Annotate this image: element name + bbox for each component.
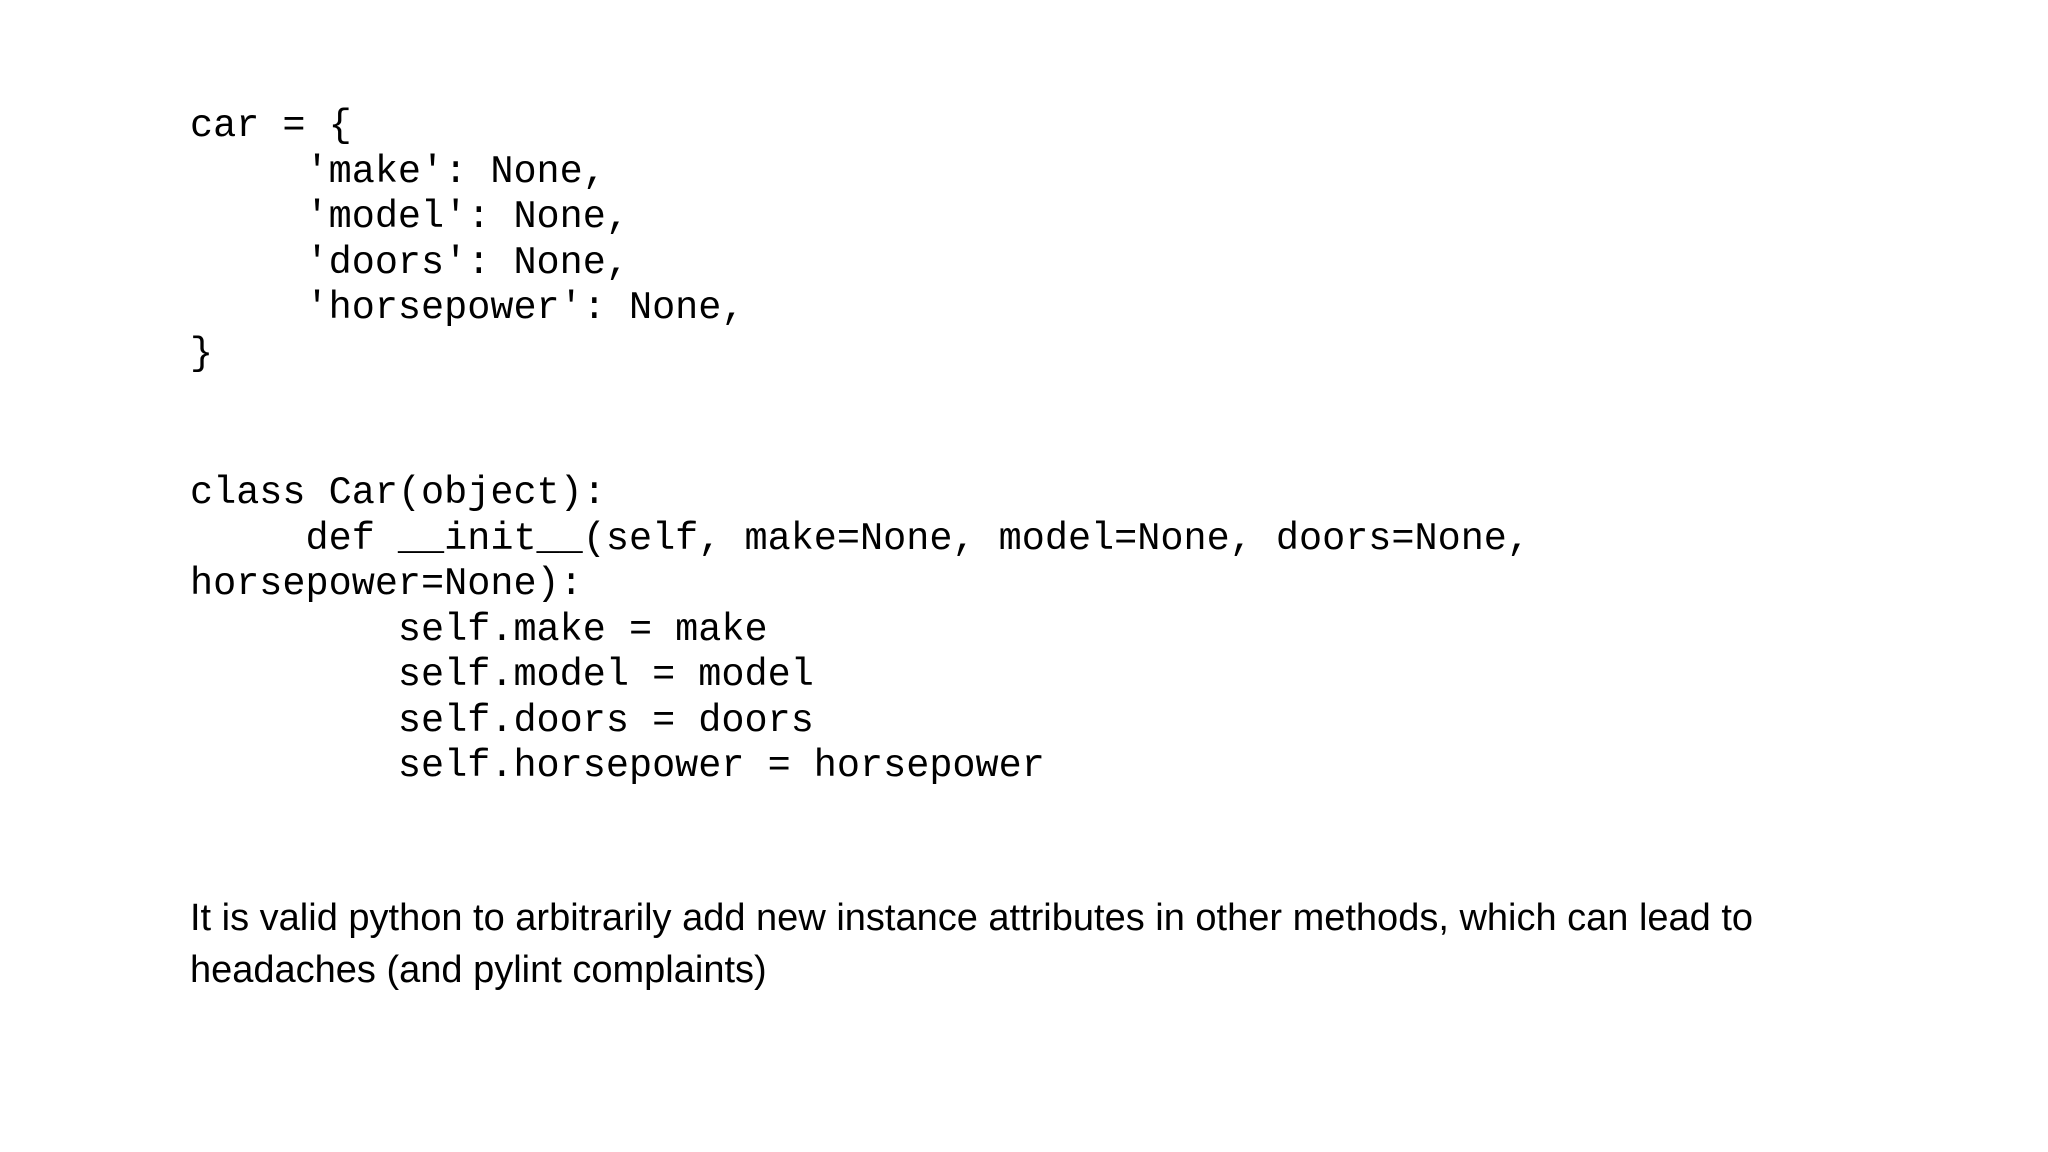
code-block-car-class: class Car(object): def __init__(self, ma…: [190, 471, 1531, 788]
note-text: It is valid python to arbitrarily add ne…: [190, 897, 1754, 991]
code-block-car-dict: car = { 'make': None, 'model': None, 'do…: [190, 104, 745, 376]
